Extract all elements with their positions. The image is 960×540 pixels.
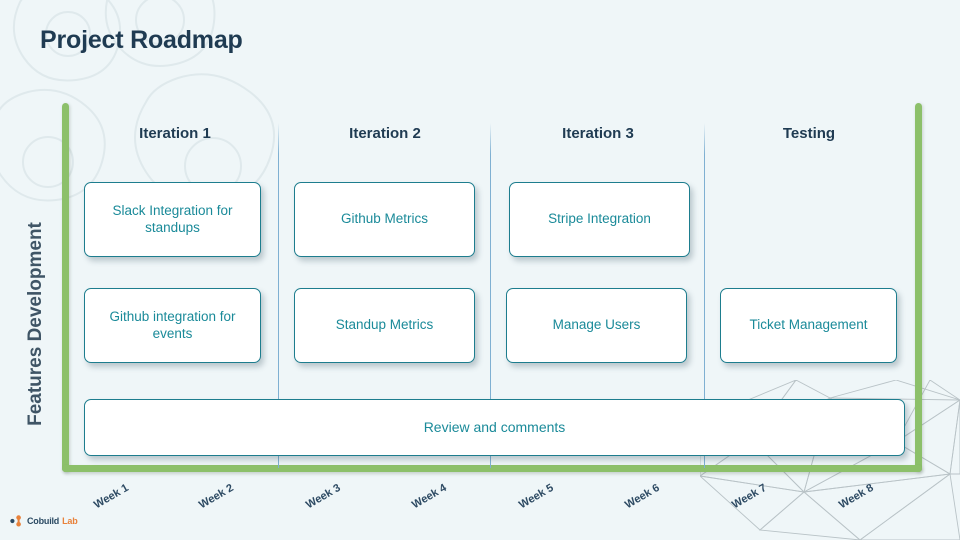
y-axis-label: Features Development [25,222,46,426]
week-tick-4: Week 4 [410,481,449,512]
column-divider-3 [704,123,705,468]
logo-text-secondary: Lab [62,516,78,526]
column-header-iteration-1: Iteration 1 [139,125,211,142]
week-tick-7: Week 7 [730,481,769,512]
card-github-metrics[interactable]: Github Metrics [294,182,475,257]
card-standup-metrics[interactable]: Standup Metrics [294,288,475,363]
column-header-iteration-2: Iteration 2 [349,125,421,142]
week-tick-8: Week 8 [837,481,876,512]
column-header-testing: Testing [782,125,836,142]
card-slack-integration[interactable]: Slack Integration for standups [84,182,261,257]
page-title: Project Roadmap [40,26,243,54]
column-header-iteration-3: Iteration 3 [562,125,634,142]
card-ticket-management[interactable]: Ticket Management [720,288,897,363]
logo-text-primary: Cobuild [27,516,60,526]
cobuild-logo-icon [10,515,21,527]
column-divider-1 [278,123,279,468]
card-stripe-integration[interactable]: Stripe Integration [509,182,690,257]
card-manage-users[interactable]: Manage Users [506,288,687,363]
frame-right-bar [915,103,922,472]
week-tick-2: Week 2 [197,481,236,512]
week-tick-6: Week 6 [623,481,662,512]
week-tick-1: Week 1 [92,481,131,512]
frame-left-bar [62,103,69,472]
card-review-and-comments[interactable]: Review and comments [84,399,905,456]
frame-bottom-bar [62,465,922,472]
card-github-integration-events[interactable]: Github integration for events [84,288,261,363]
week-tick-3: Week 3 [304,481,343,512]
week-tick-5: Week 5 [517,481,556,512]
column-divider-2 [490,123,491,468]
